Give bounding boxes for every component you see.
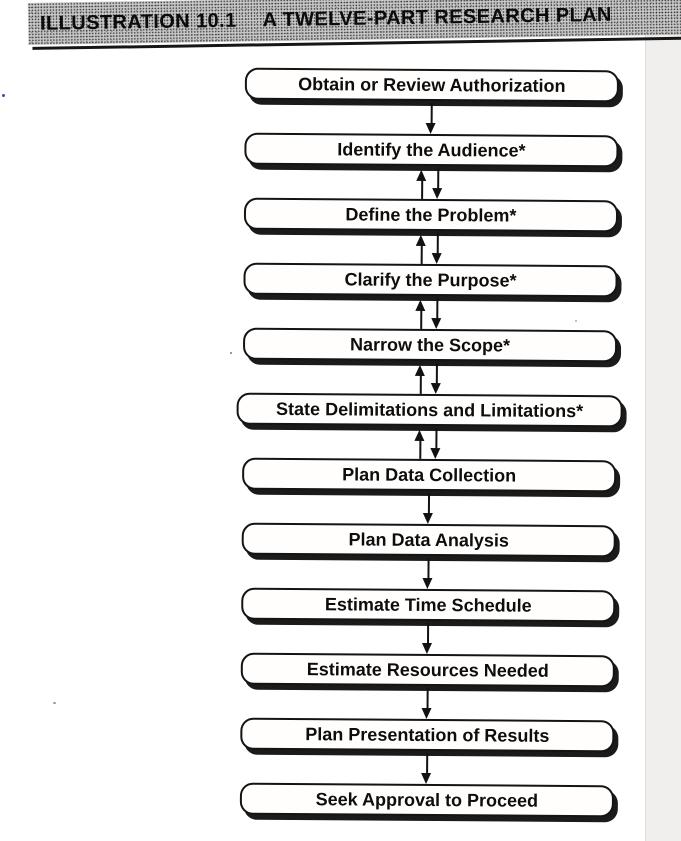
connector-3-4 bbox=[244, 230, 618, 266]
flow-step-box-5: Narrow the Scope* bbox=[242, 327, 618, 363]
banner-title: A TWELVE-PART RESEARCH PLAN bbox=[262, 3, 612, 31]
banner-band: ILLUSTRATION 10.1 A TWELVE-PART RESEARCH… bbox=[27, 0, 681, 45]
banner-illustration-label: ILLUSTRATION 10.1 bbox=[39, 9, 237, 35]
flow-step-box-8: Plan Data Analysis bbox=[241, 522, 616, 558]
flow-step-box-12: Seek Approval to Proceed bbox=[239, 782, 615, 818]
connector-4-5 bbox=[243, 295, 617, 331]
scan-artifact bbox=[230, 352, 232, 354]
connector-11-12 bbox=[240, 750, 614, 786]
scan-artifact bbox=[2, 94, 5, 97]
connector-9-10 bbox=[241, 620, 615, 656]
flow-step-box-11: Plan Presentation of Results bbox=[240, 717, 615, 753]
connector-6-7 bbox=[242, 425, 616, 461]
connector-7-8 bbox=[242, 490, 616, 526]
illustration-banner: ILLUSTRATION 10.1 A TWELVE-PART RESEARCH… bbox=[27, 0, 681, 45]
scan-artifact bbox=[575, 320, 577, 322]
flow-step-box-2: Identify the Audience* bbox=[244, 132, 619, 168]
flow-step-box-10: Estimate Resources Needed bbox=[240, 652, 615, 688]
scan-artifact bbox=[53, 702, 56, 704]
connector-10-11 bbox=[240, 685, 614, 721]
connector-8-9 bbox=[241, 555, 615, 591]
connector-5-6 bbox=[243, 360, 617, 396]
flow-step-box-9: Estimate Time Schedule bbox=[241, 587, 616, 623]
connector-2-3 bbox=[244, 165, 618, 201]
flow-step-box-3: Define the Problem* bbox=[243, 197, 619, 233]
connector-1-2 bbox=[245, 100, 619, 136]
flow-step-box-6: State Delimitations and Limitations* bbox=[236, 392, 623, 428]
flowchart: Obtain or Review Authorization Identify … bbox=[236, 67, 623, 818]
flow-step-box-7: Plan Data Collection bbox=[242, 457, 617, 493]
flow-step-box-1: Obtain or Review Authorization bbox=[244, 67, 619, 103]
page-edge-strip bbox=[645, 28, 681, 841]
flow-step-box-4: Clarify the Purpose* bbox=[243, 262, 618, 298]
